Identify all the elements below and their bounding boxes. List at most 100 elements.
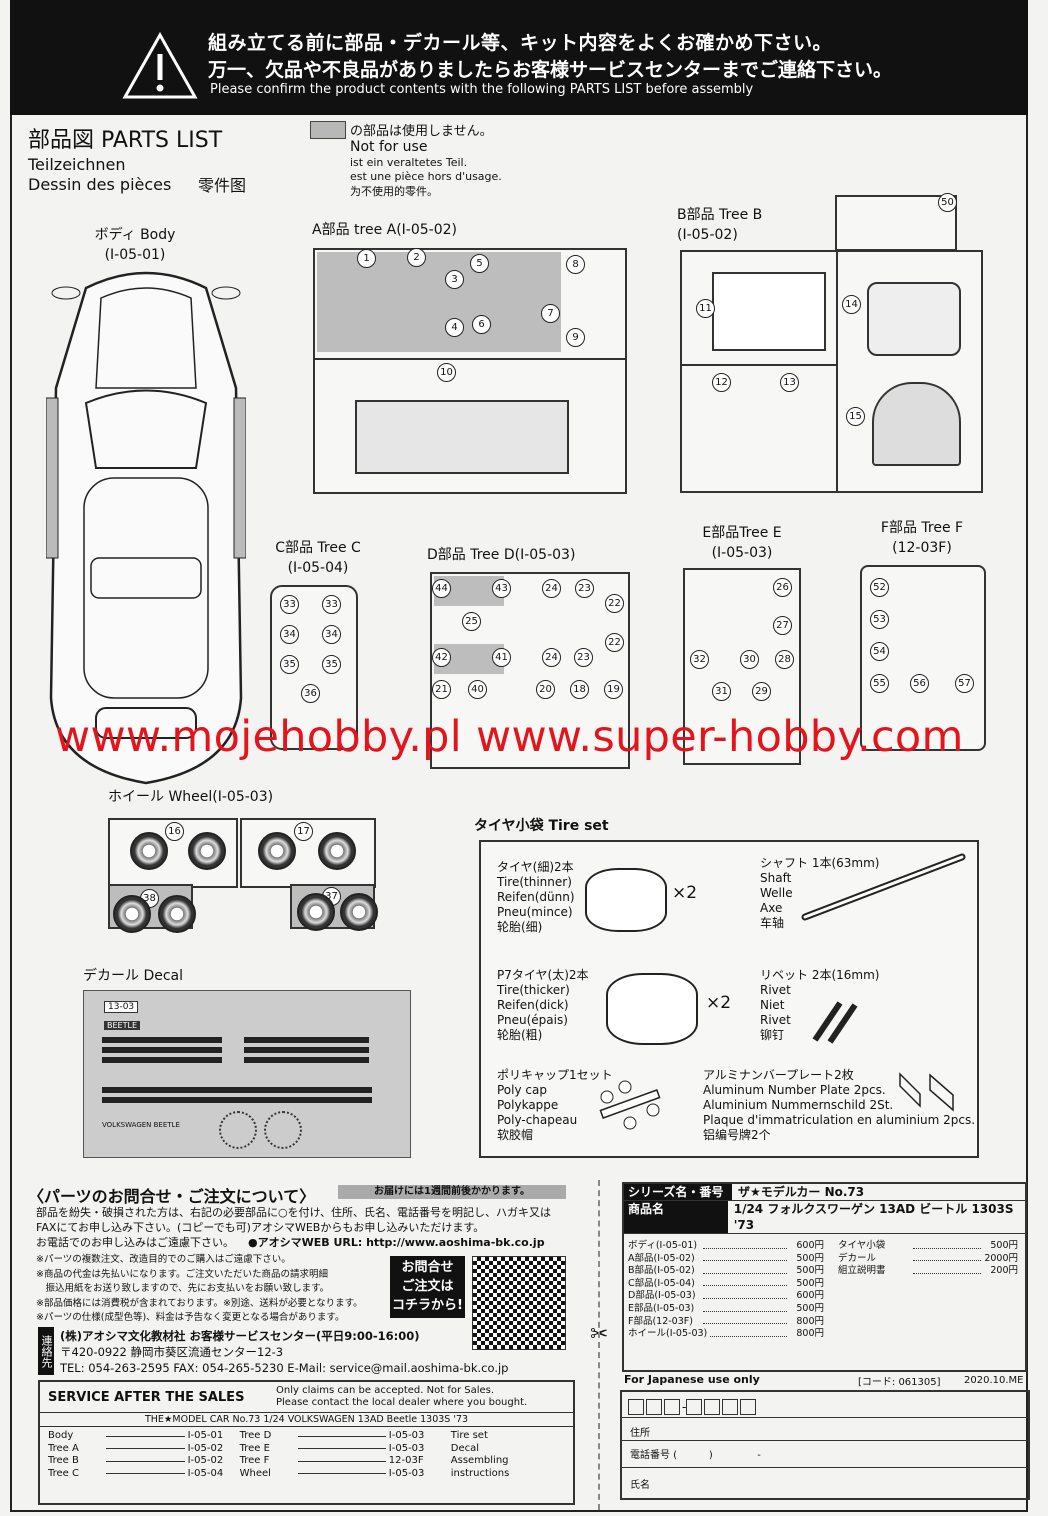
service-item: Decal — [450, 1442, 480, 1454]
part-number-e: 27 — [773, 616, 792, 635]
part-number-f: 55 — [870, 674, 889, 693]
part-number-d: 25 — [462, 612, 481, 631]
page-frame — [10, 0, 1028, 1512]
order-notes: ※パーツの複数注文、改造目的でのご購入はご遠慮下さい。※商品の代金は先払いになり… — [36, 1254, 363, 1323]
header-line-1: 組み立てる前に部品・デカール等、キット内容をよくお確かめ下さい。 — [208, 32, 833, 54]
order-delivery-badge: お届けには1週間前後かかります。 — [338, 1185, 566, 1199]
part-number-b: 13 — [780, 373, 799, 392]
thin-tire-drawing — [585, 868, 667, 932]
part-number-d: 23 — [575, 579, 594, 598]
parts-list-cn: 零件图 — [198, 176, 247, 195]
price-row: A部品(I-05-02)500円 — [628, 1252, 824, 1264]
parts-list-fr: Dessin des pièces — [28, 175, 172, 194]
part-number-c: 36 — [301, 684, 320, 703]
legend-cn: 为不使用的零件。 — [350, 185, 438, 198]
part-number-b: 50 — [938, 193, 957, 212]
tree-b-dash-frame — [835, 195, 957, 251]
part-number-c: 35 — [322, 655, 341, 674]
phone-field[interactable]: 電話番号 ( ) - — [630, 1450, 761, 1461]
decal-vw-text: VOLKSWAGEN BEETLE — [102, 1121, 180, 1129]
tree-a-label: A部品 tree A(I-05-02) — [312, 222, 458, 238]
aoshima-web-link[interactable]: ●アオシマWEB URL: http://www.aoshima-bk.co.j… — [248, 1236, 545, 1249]
legend-en: Not for use — [350, 139, 428, 155]
wheel-drawing — [113, 895, 151, 933]
product-name-label: 商品名 — [624, 1201, 728, 1233]
header-line-3: Please confirm the product contents with… — [210, 82, 754, 97]
part-number-e: 26 — [773, 578, 792, 597]
part-number-e: 28 — [775, 650, 794, 669]
print-date: 2020.10.ME — [964, 1375, 1024, 1386]
part-number-e: 30 — [740, 650, 759, 669]
price-row: D部品(I-05-03)600円 — [628, 1290, 824, 1302]
header-line-2: 万一、欠品や不良品がありましたらお客様サービスセンターまでご連絡下さい。 — [208, 59, 893, 81]
decal-label: デカール Decal — [83, 968, 184, 984]
name-field[interactable]: 氏名 — [630, 1480, 650, 1491]
price-row: E部品(I-05-03)500円 — [628, 1302, 824, 1314]
decal-number: 13-03 — [104, 1001, 139, 1013]
japan-order-form: - 住所 電話番号 ( ) - 氏名 — [620, 1390, 1030, 1500]
part-number-f: 56 — [910, 674, 929, 693]
price-row: ホイール(I-05-03)800円 — [628, 1328, 824, 1340]
tree-f-label: F部品 Tree F(12-03F) — [880, 520, 964, 556]
part-number-c: 33 — [322, 595, 341, 614]
tree-b-frame — [680, 250, 983, 493]
qr-code[interactable] — [472, 1256, 566, 1350]
japan-only-title: For Japanese use only — [624, 1373, 760, 1386]
part-number-b: 14 — [842, 295, 861, 314]
shaft-drawing — [801, 853, 966, 921]
wheel-drawing — [130, 832, 168, 870]
tree-c-label: C部品 Tree C(I-05-04) — [275, 540, 361, 576]
tire-set-frame — [479, 840, 979, 1158]
part-number-f: 54 — [870, 642, 889, 661]
part-number-b: 15 — [846, 407, 865, 426]
part-number-a: 6 — [472, 315, 491, 334]
part-number-a: 1 — [357, 249, 376, 268]
thick-tire-drawing — [606, 973, 698, 1045]
price-row: C部品(I-05-04)500円 — [628, 1277, 824, 1289]
poly-cap-drawing — [599, 1080, 661, 1130]
part-number-f: 53 — [870, 610, 889, 629]
service-item: Tire set — [450, 1430, 488, 1441]
part-number-wheel: 16 — [165, 822, 184, 841]
part-number-b: 12 — [712, 373, 731, 392]
tree-a-unused-area — [317, 252, 561, 352]
contact-info: (株)アオシマ文化教材社 お客様サービスセンター(平日9:00-16:00) 〒… — [60, 1329, 509, 1375]
price-row: B部品(I-05-02)500円 — [628, 1265, 824, 1277]
tree-a-frame — [313, 248, 627, 494]
part-number-d: 18 — [570, 680, 589, 699]
service-note: Only claims can be accepted. Not for Sal… — [276, 1385, 495, 1396]
part-number-a: 5 — [470, 254, 489, 273]
part-number-c: 34 — [280, 625, 299, 644]
price-row: ボディ(I-05-01)600円 — [628, 1240, 824, 1251]
part-number-c: 34 — [322, 625, 341, 644]
wheel-drawing — [318, 832, 356, 870]
part-number-c: 33 — [280, 595, 299, 614]
address-field[interactable]: 住所 — [630, 1428, 650, 1439]
legend-fr: est une pièce hors d'usage. — [350, 170, 502, 183]
decal-sheet: 13-03 BEETLE VOLKSWAGEN BEETLE — [83, 990, 411, 1158]
wheel-drawing — [340, 893, 378, 931]
tree-e-label: E部品Tree E(I-05-03) — [702, 525, 782, 561]
postal-code-field[interactable]: - — [628, 1396, 758, 1415]
part-number-d: 43 — [492, 579, 511, 598]
rivet-drawing — [812, 1001, 858, 1044]
series-label: シリーズ名・番号 — [624, 1184, 732, 1200]
part-number-e: 31 — [712, 682, 731, 701]
part-number-d: 41 — [492, 648, 511, 667]
part-number-a: 3 — [445, 270, 464, 289]
tree-d-frame — [430, 572, 630, 769]
part-number-b: 11 — [696, 299, 715, 318]
